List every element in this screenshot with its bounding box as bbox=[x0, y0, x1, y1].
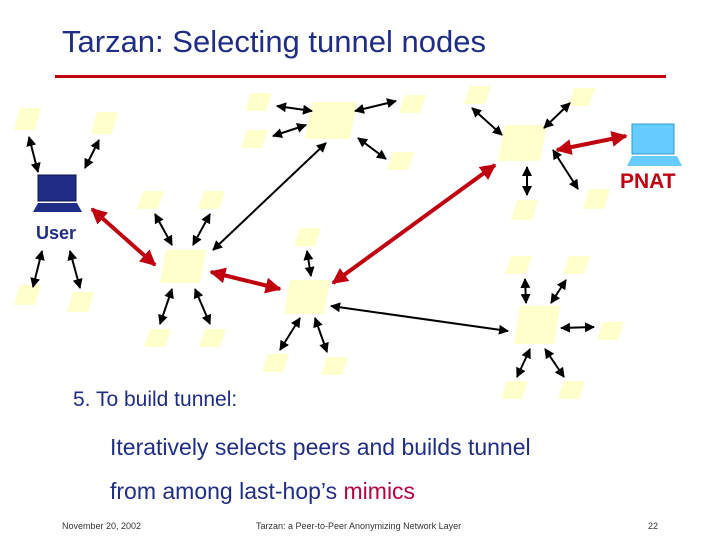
peer-node bbox=[597, 322, 624, 340]
mimics-highlight: mimics bbox=[343, 478, 416, 504]
peer-node bbox=[67, 292, 94, 312]
peer-node bbox=[137, 191, 164, 209]
peer-node bbox=[199, 329, 226, 347]
peer-node bbox=[294, 228, 321, 246]
peer-node bbox=[505, 256, 532, 274]
body-line-2-text: from among last-hop’s bbox=[110, 478, 344, 504]
step-heading: 5. To build tunnel: bbox=[73, 388, 238, 411]
peer-node bbox=[91, 112, 118, 134]
body-line-1: Iteratively selects peers and builds tun… bbox=[110, 434, 531, 460]
peer-node bbox=[245, 93, 272, 111]
peer-links bbox=[26, 98, 595, 378]
title-underline bbox=[55, 75, 666, 78]
tunnel-path bbox=[90, 131, 628, 294]
hub-node bbox=[305, 102, 357, 139]
peer-node bbox=[14, 108, 41, 130]
footer-date: November 20, 2002 bbox=[62, 521, 142, 531]
peer-node bbox=[144, 329, 171, 347]
hub-node bbox=[160, 250, 206, 283]
page-number: 22 bbox=[648, 521, 659, 531]
peer-node bbox=[321, 357, 348, 375]
peer-node bbox=[511, 200, 538, 220]
slide-title: Tarzan: Selecting tunnel nodes bbox=[62, 24, 486, 59]
peer-node bbox=[387, 152, 414, 170]
peer-node bbox=[241, 130, 268, 148]
hub-node bbox=[498, 125, 547, 161]
peer-node bbox=[558, 381, 585, 399]
peer-node bbox=[501, 381, 528, 399]
peer-node bbox=[399, 95, 426, 113]
footer-paper-title: Tarzan: a Peer-to-Peer Anonymizing Netwo… bbox=[256, 521, 462, 531]
hub-node bbox=[514, 306, 560, 344]
pnat-computer-icon bbox=[627, 123, 682, 166]
peer-node bbox=[14, 285, 41, 305]
peer-node bbox=[464, 86, 491, 104]
body-line-2: from among last-hop’s mimics bbox=[110, 478, 415, 505]
user-label: User bbox=[36, 223, 77, 243]
peer-nodes bbox=[14, 86, 624, 399]
peer-node bbox=[198, 191, 225, 209]
pnat-label: PNAT bbox=[620, 170, 676, 193]
peer-node bbox=[262, 354, 289, 372]
peer-node bbox=[563, 256, 590, 274]
hub-node bbox=[284, 280, 330, 314]
peer-node bbox=[583, 189, 610, 209]
peer-node bbox=[568, 88, 595, 106]
user-computer-icon bbox=[33, 174, 82, 212]
